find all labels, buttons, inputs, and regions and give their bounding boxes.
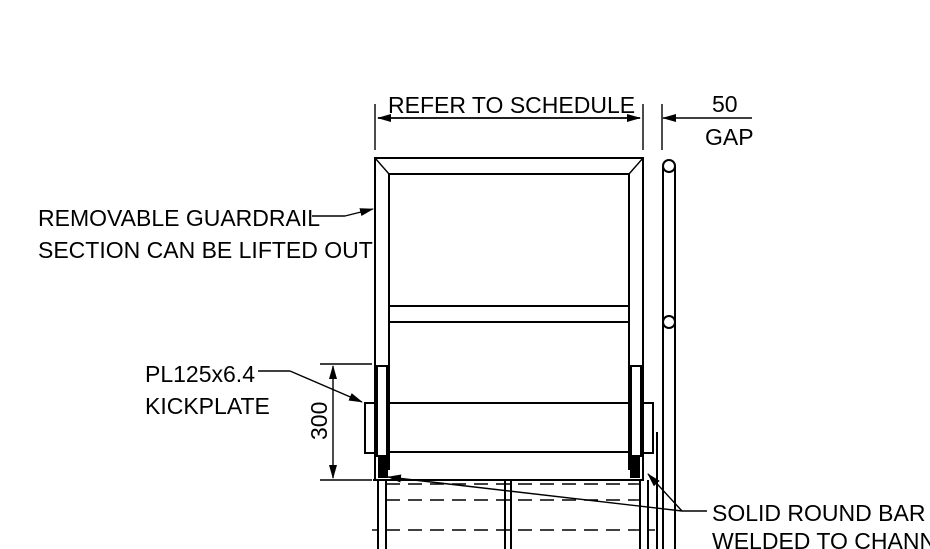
width-dimension: REFER TO SCHEDULE xyxy=(374,92,644,150)
post-sockets xyxy=(364,365,654,478)
callout-kickplate: PL125x6.4 KICKPLATE xyxy=(145,361,363,419)
post-mid-circle xyxy=(662,315,676,329)
round-bar-callout-line1: SOLID ROUND BAR xyxy=(712,500,925,526)
gap-label: GAP xyxy=(705,124,754,150)
height-dimension: 300 xyxy=(306,363,372,481)
round-bar-leader-left xyxy=(387,474,683,512)
right-weld xyxy=(630,456,640,478)
guardrail-frame xyxy=(374,157,644,481)
kickplate-leader-arrow xyxy=(289,370,363,403)
post-top-circle xyxy=(662,159,676,173)
round-bar-leader-right xyxy=(647,473,683,512)
guardrail-leader-arrow xyxy=(344,208,374,217)
callout-round-bar: SOLID ROUND BAR WELDED TO CHANNEL xyxy=(387,473,930,549)
right-socket xyxy=(630,365,642,457)
frame-outer xyxy=(374,157,644,481)
left-socket xyxy=(376,365,388,457)
callout-guardrail: REMOVABLE GUARDRAIL SECTION CAN BE LIFTE… xyxy=(38,205,374,263)
width-label: REFER TO SCHEDULE xyxy=(388,92,635,118)
gap-dimension: 50 GAP xyxy=(661,91,754,150)
kickplate-callout-line2: KICKPLATE xyxy=(145,393,270,419)
left-bracket-plate xyxy=(364,402,378,454)
right-bracket-plate xyxy=(640,402,654,454)
round-bar-callout-line2: WELDED TO CHANNEL xyxy=(712,528,930,549)
left-weld xyxy=(378,456,388,478)
channel-base xyxy=(372,479,655,549)
guardrail-callout-line1: REMOVABLE GUARDRAIL xyxy=(38,205,320,231)
gap-value: 50 xyxy=(712,91,738,117)
kickplate-callout-line1: PL125x6.4 xyxy=(145,361,255,387)
guardrail-callout-line2: SECTION CAN BE LIFTED OUT xyxy=(38,237,373,263)
adjacent-post xyxy=(656,159,676,549)
corner-miter-right xyxy=(628,157,644,175)
corner-miter-left xyxy=(374,157,390,175)
height-value: 300 xyxy=(306,402,332,440)
